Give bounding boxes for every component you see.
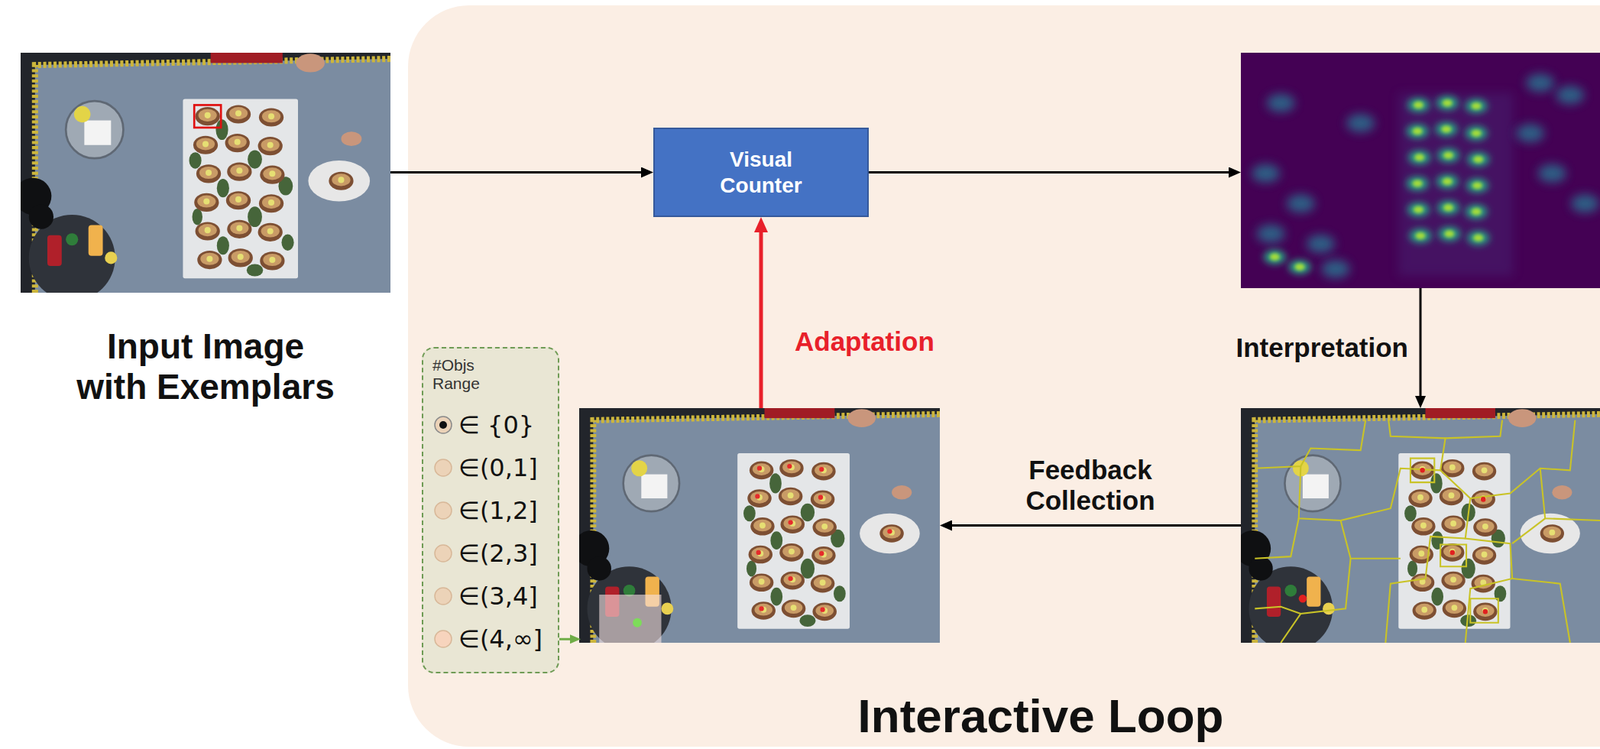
process-box: Visual Counter xyxy=(653,127,869,218)
range-option-label: ∈(3,4] xyxy=(458,581,538,611)
radio-button xyxy=(432,542,454,564)
range-option-label: ∈(2,3] xyxy=(458,538,538,568)
edge-label: Adaptation xyxy=(794,326,935,357)
range-option-label: ∈(1,2] xyxy=(458,495,538,525)
radio-button xyxy=(432,499,454,522)
image-caption: Input Image with Exemplars xyxy=(75,326,336,408)
radio-ring xyxy=(434,416,452,434)
edge-label-box: Interpretation xyxy=(1235,332,1409,363)
range-option-label: ∈(4,∞] xyxy=(458,624,543,654)
feedback-image xyxy=(579,408,940,643)
density-map xyxy=(1240,52,1600,289)
interpretation-image-picture xyxy=(1240,408,1600,643)
radio-button xyxy=(432,628,454,650)
density-map-picture xyxy=(1240,52,1600,289)
range-option: ∈(0,1] xyxy=(432,446,549,490)
selector-heading: #Objs Range xyxy=(432,356,494,393)
edge-label-box: Feedback Collection xyxy=(1006,454,1175,517)
radio-ring xyxy=(434,459,452,477)
radio-ring xyxy=(434,502,452,519)
range-option-label: ∈(0,1] xyxy=(458,453,538,483)
radio-button xyxy=(432,456,454,479)
range-selector: #Objs Range ∈ {0} ∈(0,1] ∈(1,2] ∈(2,3] ∈(3,4]… xyxy=(421,346,560,674)
radio-ring xyxy=(434,544,452,562)
range-option: ∈(2,3] xyxy=(432,531,549,575)
range-option: ∈(3,4] xyxy=(432,574,549,618)
range-option-label: ∈ {0} xyxy=(458,410,535,440)
input-image-picture xyxy=(20,52,391,293)
radio-button xyxy=(432,414,454,436)
interpretation-image xyxy=(1240,408,1600,643)
box-label: Visual Counter xyxy=(711,146,811,198)
input-image: Input Image with Exemplars xyxy=(20,52,391,293)
edge-label: Feedback Collection xyxy=(1006,454,1175,517)
range-option: ∈ {0} xyxy=(432,403,549,447)
range-option: ∈(4,∞] xyxy=(432,617,549,661)
flow-arrow xyxy=(952,524,1241,527)
edge-label: Interpretation xyxy=(1235,332,1409,363)
feedback-image-picture xyxy=(579,408,940,643)
flow-arrow xyxy=(1419,288,1422,396)
flow-arrow xyxy=(390,171,642,174)
radio-button xyxy=(432,585,454,607)
range-option: ∈(1,2] xyxy=(432,489,549,532)
radio-ring xyxy=(434,630,452,648)
radio-ring xyxy=(434,587,452,605)
radio-dot xyxy=(439,421,447,429)
interpretation-image-picture xyxy=(1240,408,1600,643)
flow-arrow xyxy=(759,232,764,409)
flow-arrow xyxy=(559,638,571,641)
feedback-image-picture xyxy=(579,408,940,643)
flow-arrow xyxy=(868,171,1229,174)
panel-title: Interactive Loop xyxy=(773,689,1309,742)
input-image-picture xyxy=(20,52,391,293)
edge-label-box: Adaptation xyxy=(794,326,935,357)
density-map-picture xyxy=(1240,52,1600,289)
